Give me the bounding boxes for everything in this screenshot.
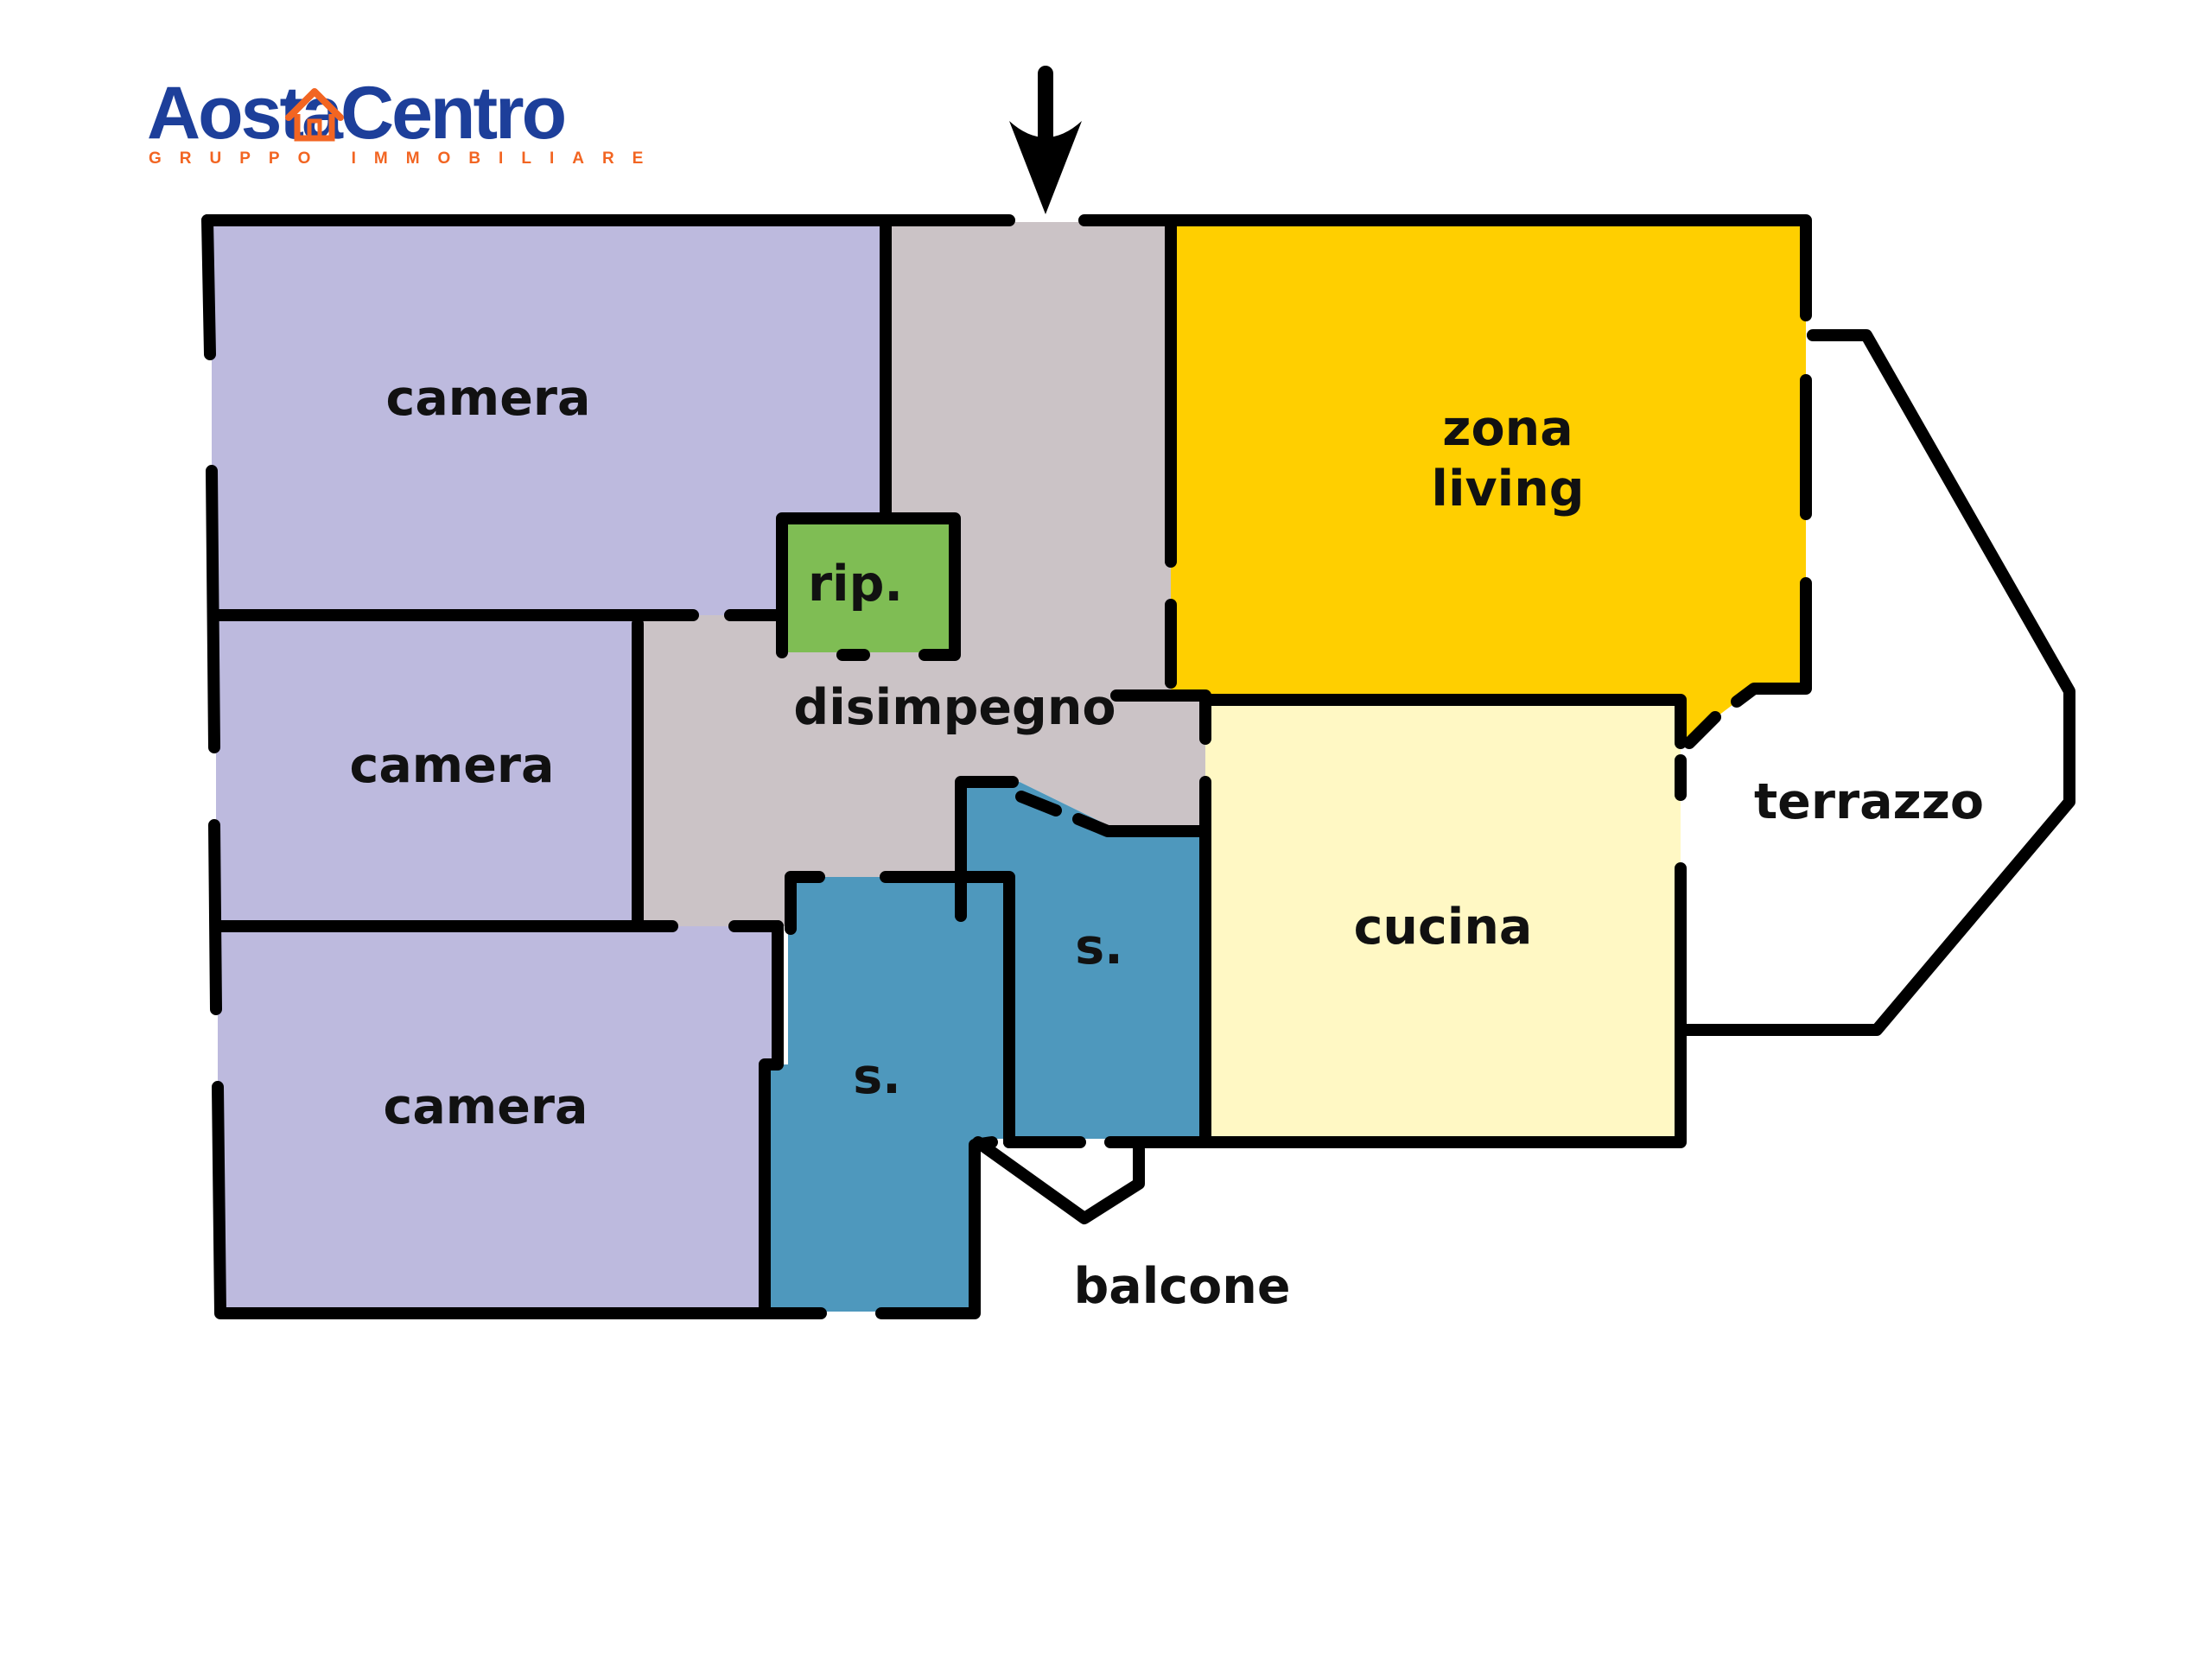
label-disimpegno: disimpegno bbox=[793, 679, 1116, 736]
label-zona-living-line2: living bbox=[1431, 461, 1584, 518]
logo: Aosta Centro GRUPPO IMMOBILIARE bbox=[147, 72, 661, 168]
arrow-down-icon bbox=[1009, 66, 1082, 214]
room-ripostiglio bbox=[782, 518, 955, 652]
label-camera-top: camera bbox=[386, 370, 591, 427]
room-labels: camera camera camera rip. disimpegno s. … bbox=[350, 370, 1985, 1315]
room-bagno-2 bbox=[961, 782, 1205, 1139]
logo-tagline: GRUPPO IMMOBILIARE bbox=[149, 149, 661, 168]
room-cucina bbox=[1205, 700, 1681, 1142]
label-terrazzo: terrazzo bbox=[1754, 773, 1984, 830]
label-zona-living-line1: zona bbox=[1442, 400, 1573, 457]
label-ripostiglio: rip. bbox=[808, 556, 903, 613]
label-bagno-1: s. bbox=[853, 1048, 901, 1105]
room-camera-bottom bbox=[218, 926, 778, 1312]
label-bagno-2: s. bbox=[1075, 918, 1123, 975]
walls bbox=[201, 214, 2075, 1319]
label-balcone: balcone bbox=[1074, 1258, 1291, 1315]
room-fills bbox=[212, 222, 1806, 1312]
room-camera-mid bbox=[216, 615, 638, 926]
room-bagno-1 bbox=[767, 877, 1009, 1312]
room-camera-top bbox=[212, 222, 886, 615]
room-zona-living bbox=[1171, 222, 1806, 747]
logo-brand-right: Centro bbox=[340, 72, 565, 155]
label-camera-mid: camera bbox=[350, 737, 555, 794]
logo-brand-left: Aosta bbox=[147, 72, 344, 155]
label-cucina: cucina bbox=[1354, 899, 1533, 956]
house-icon bbox=[285, 88, 344, 142]
label-camera-bottom: camera bbox=[384, 1078, 588, 1135]
